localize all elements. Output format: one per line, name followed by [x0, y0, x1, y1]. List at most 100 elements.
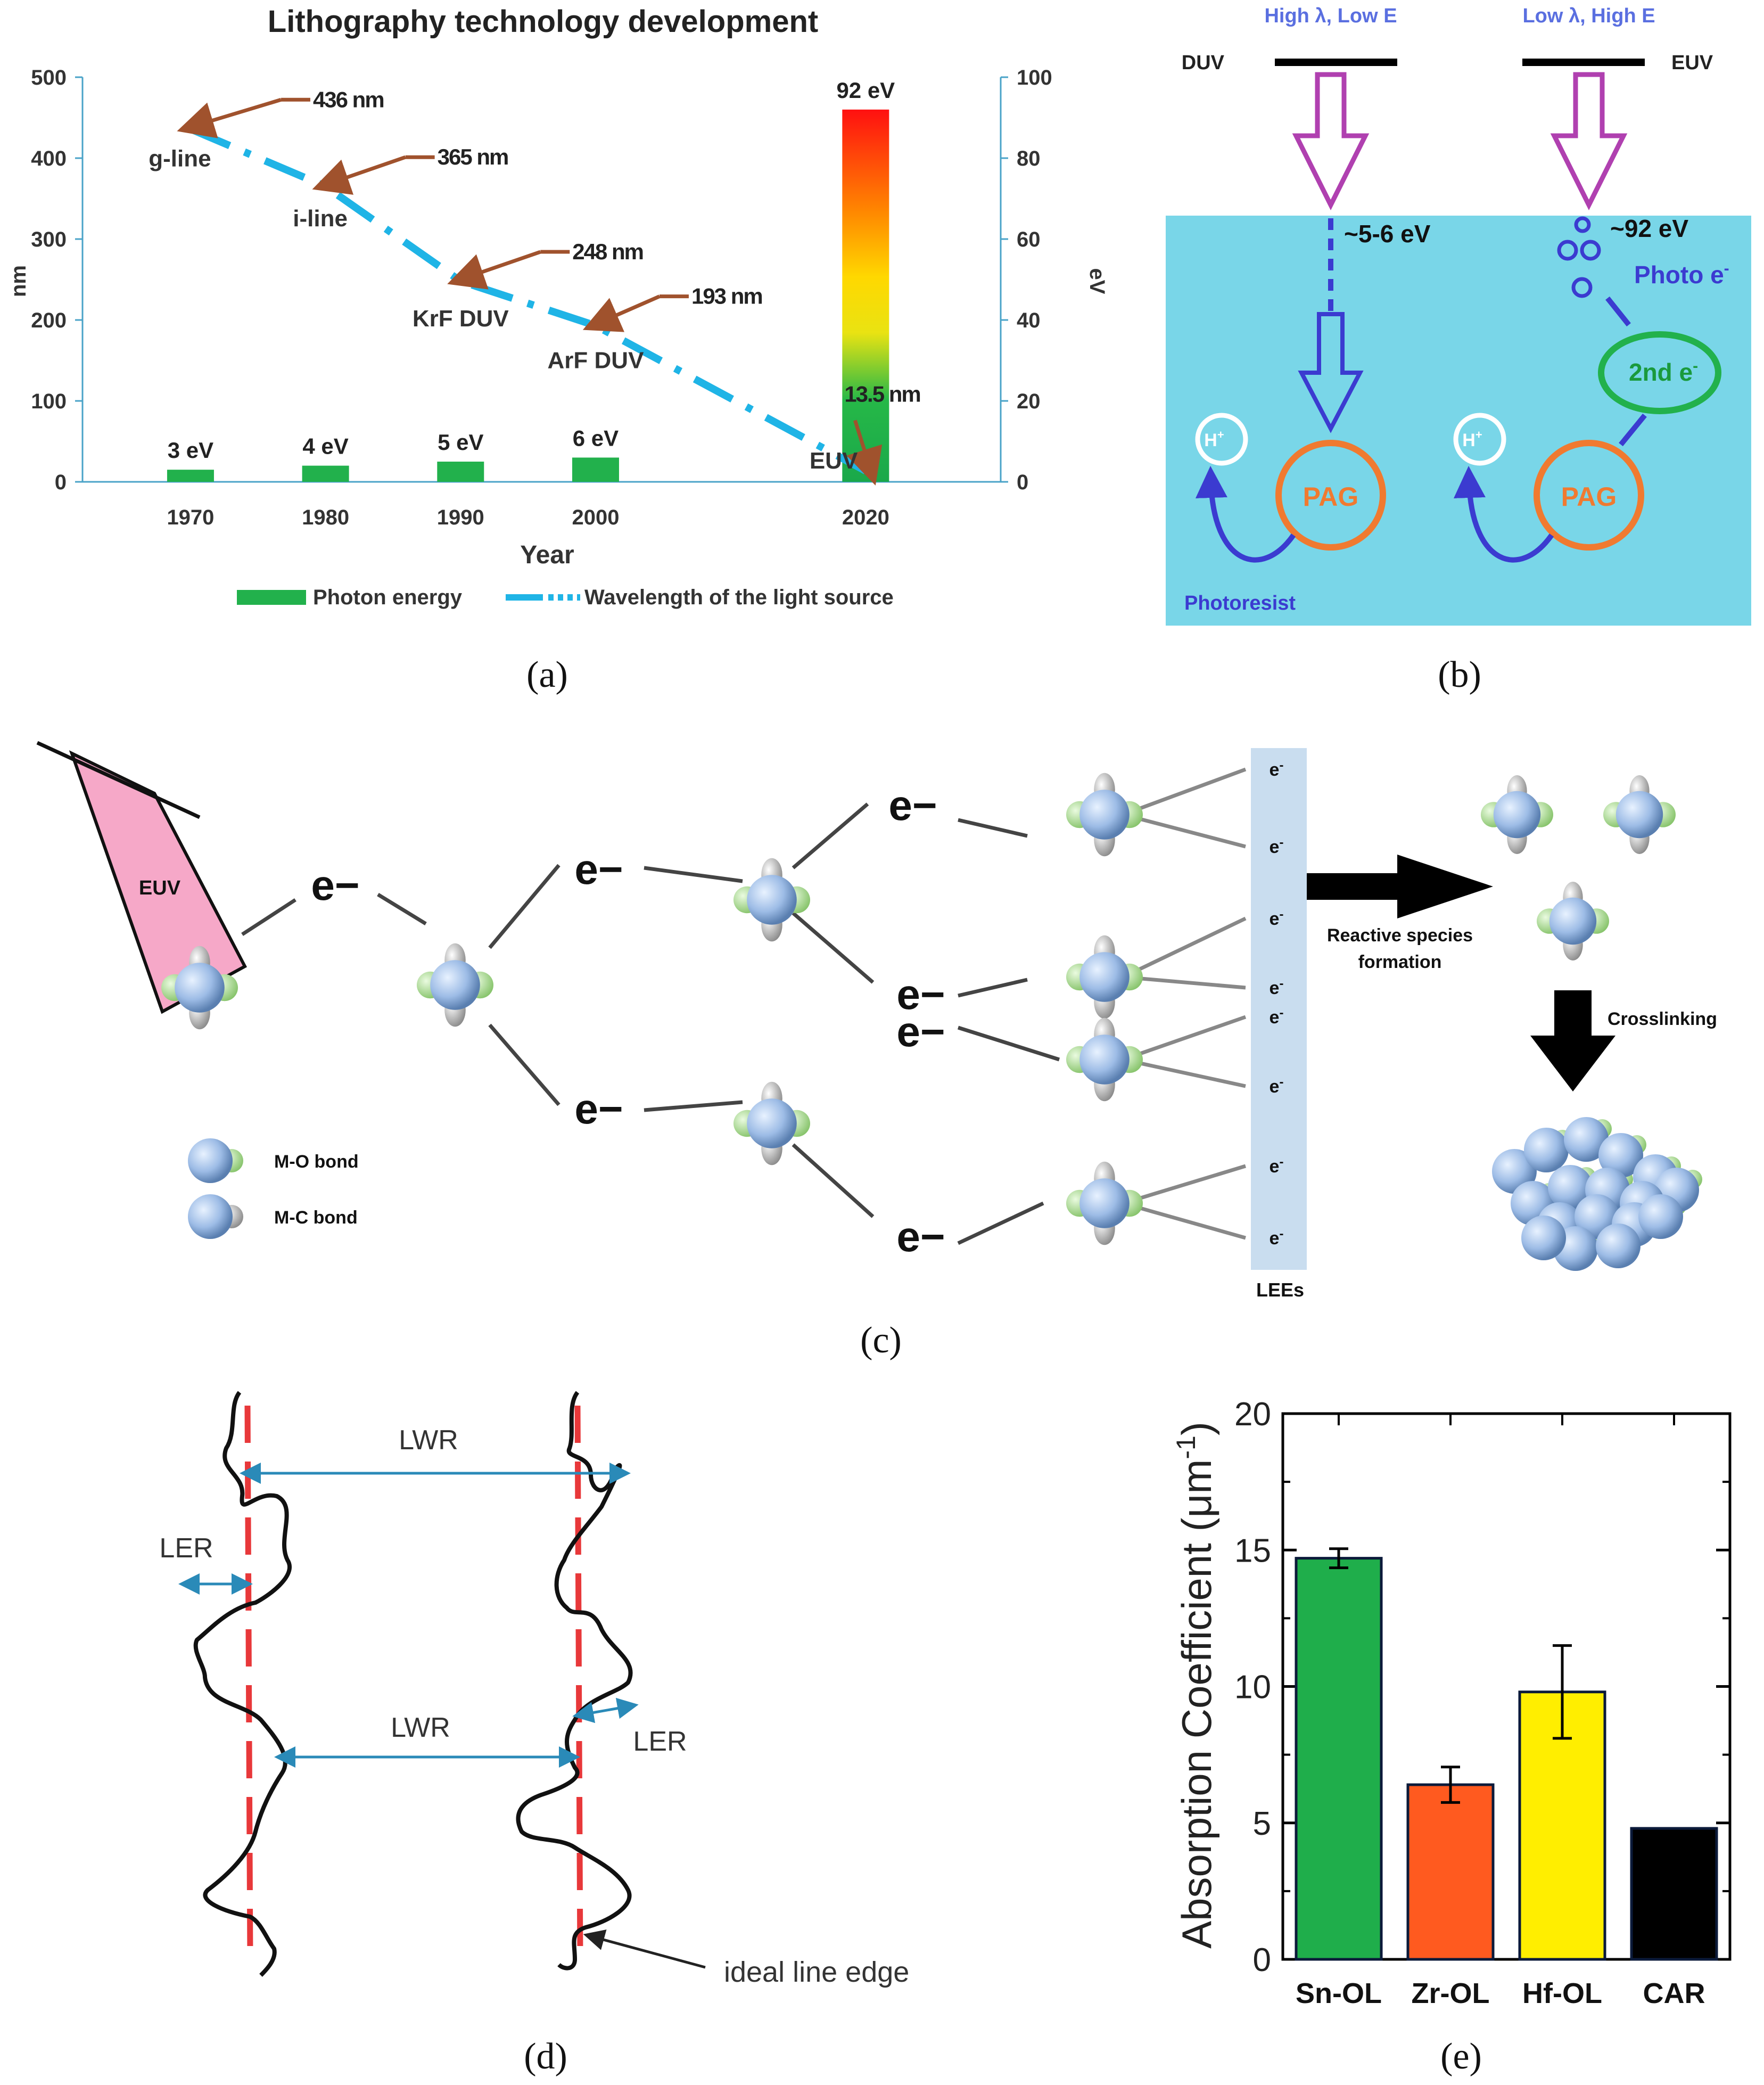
- category-label: Hf-OL: [1522, 1977, 1602, 2009]
- secondary-to-pag-line: [1619, 413, 1647, 447]
- crosslinking-label: Crosslinking: [1608, 1009, 1717, 1029]
- x-tick-label: 1970: [167, 506, 214, 529]
- caption-c: (c): [860, 1320, 902, 1361]
- lwr-label-bottom: LWR: [391, 1712, 450, 1743]
- electron-path: [488, 864, 560, 949]
- ideal-edge-label: ideal line edge: [724, 1956, 909, 1988]
- panel-a-xlabel: Year: [520, 541, 574, 569]
- label-duv: DUV: [1182, 52, 1225, 74]
- cluster-metal: [1548, 1165, 1593, 1210]
- metal-oxo-molecule: [1537, 882, 1609, 961]
- acid-release-arrow-duv: [1196, 466, 1296, 563]
- x-tick-label: 2000: [572, 506, 619, 529]
- electron-path: [957, 1201, 1044, 1245]
- lee-text: e: [1270, 837, 1280, 857]
- photo-electron-sup: -: [1724, 260, 1729, 277]
- y2-tick-label: 80: [1017, 147, 1041, 170]
- low-energy-electron: e-: [1270, 907, 1284, 929]
- light-source-name: ArF DUV: [548, 348, 645, 374]
- lee-text: e: [1270, 1228, 1280, 1249]
- molecules: [161, 773, 1676, 1245]
- lee-sup: -: [1279, 835, 1283, 850]
- bar-value-label: 92 eV: [836, 78, 895, 103]
- proton-text: H: [1204, 430, 1217, 450]
- lwr-label-top: LWR: [399, 1425, 458, 1456]
- panel-a-y2label: eV: [1085, 268, 1109, 294]
- panel-e-ylabel: Absorption Coefficient (μm-1): [1171, 1422, 1220, 1949]
- electron-path: [1122, 767, 1247, 817]
- y2-tick-label: 100: [1017, 66, 1052, 89]
- legend-photon-swatch: [237, 590, 306, 605]
- wavelength-value-label: 13.5 nm: [844, 381, 920, 406]
- secondary-electron-ellipse: [1598, 331, 1721, 414]
- y-tick-label: 400: [31, 147, 67, 170]
- light-source-name: KrF DUV: [413, 306, 509, 332]
- proton-sup: +: [1476, 428, 1482, 441]
- legend-mo-icon: [188, 1138, 243, 1183]
- metal-oxo-molecule: [1066, 773, 1143, 857]
- electron-path: [958, 818, 1028, 838]
- bar-value-label: 3 eV: [168, 438, 213, 463]
- euv-beam-label: EUV: [139, 877, 181, 899]
- lee-sup: -: [1279, 976, 1283, 991]
- electron-path: [1122, 916, 1247, 979]
- panel-b-diagram: High λ, Low E Low λ, High E DUV EUV ~5-6…: [1166, 5, 1751, 695]
- electron-path: [1122, 1164, 1247, 1205]
- electron-path: [958, 978, 1028, 998]
- electron-cascade-lines: [241, 767, 1247, 1245]
- proton-euv-label: H+: [1462, 428, 1482, 450]
- proton-duv: [1195, 413, 1248, 466]
- ler-arrow-right: [572, 1697, 639, 1723]
- electron-label: e−: [896, 971, 945, 1018]
- y-tick-label: 200: [31, 309, 67, 332]
- light-source-name: EUV: [810, 448, 858, 474]
- rough-edge-left: [193, 1391, 292, 1977]
- photo-electron-circle: [1580, 240, 1601, 261]
- ideal-edge-left: [244, 1405, 253, 1960]
- panel-c-legend: M-O bond M-C bond: [188, 1138, 359, 1239]
- reactive-arrow: [1307, 855, 1493, 918]
- electron-path: [644, 866, 743, 883]
- lee-text: e: [1270, 1156, 1280, 1177]
- y-tick-label: 20: [1234, 1396, 1271, 1433]
- cluster-metal: [1524, 1128, 1569, 1172]
- low-energy-electron: e-: [1270, 1006, 1284, 1028]
- wavelength-pointer-arrow: [312, 155, 406, 195]
- low-energy-electron: e-: [1270, 1075, 1284, 1097]
- photo-electron-circle: [1574, 216, 1591, 233]
- photon-energy-bar: [842, 109, 889, 482]
- ideal-edge-pointer: [583, 1929, 706, 1969]
- crosslinked-cluster: [1492, 1117, 1702, 1271]
- photon-energy-bar: [572, 457, 619, 482]
- x-tick-label: 1980: [302, 506, 349, 529]
- lee-text: e: [1270, 1007, 1280, 1028]
- rough-edge-right: [516, 1391, 633, 1971]
- low-energy-electron: e-: [1270, 1227, 1284, 1249]
- euv-photon-arrow: [1550, 72, 1628, 211]
- metal-oxo-molecule: [733, 858, 810, 942]
- electron-path: [792, 912, 875, 984]
- pag-euv: [1534, 440, 1644, 551]
- lee-sup: -: [1279, 907, 1283, 922]
- electron-path: [792, 802, 869, 869]
- electron-label: e−: [574, 846, 623, 893]
- reactive-label-1: Reactive species: [1327, 925, 1473, 946]
- legend-mc-label: M-C bond: [274, 1208, 358, 1228]
- y-tick-label: 10: [1234, 1669, 1271, 1706]
- lee-sup: -: [1279, 758, 1283, 773]
- duv-photon-arrow: [1292, 72, 1370, 211]
- photon-energy-bar: [302, 465, 349, 482]
- ler-label-left: LER: [159, 1533, 213, 1564]
- lee-sup: -: [1279, 1075, 1283, 1089]
- wavelength-pointer-arrow: [447, 250, 541, 290]
- electron-path: [488, 1023, 560, 1106]
- lee-sup: -: [1279, 1227, 1283, 1241]
- photoresist-label: Photoresist: [1184, 592, 1296, 614]
- ler-label-right: LER: [633, 1726, 687, 1757]
- electron-path: [1123, 975, 1246, 990]
- bar-value-label: 6 eV: [573, 425, 619, 450]
- y-tick-label: 100: [31, 390, 67, 413]
- panel-e-ylabel-sup: -1: [1171, 1435, 1201, 1459]
